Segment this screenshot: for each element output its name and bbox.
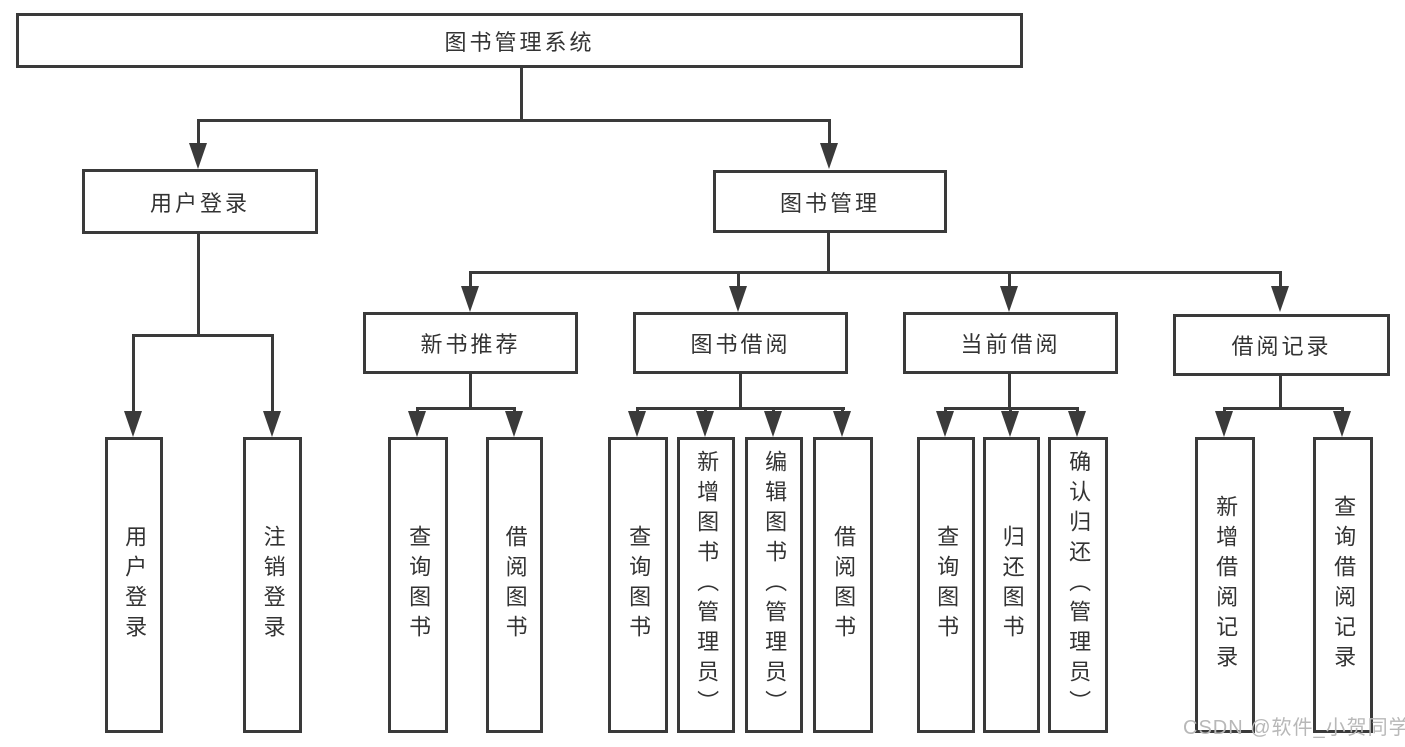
arrow-down-icon	[1001, 411, 1019, 437]
arrow-down-icon	[124, 411, 142, 437]
arrow-down-icon	[263, 411, 281, 437]
arrow-down-icon	[628, 411, 646, 437]
connector-current-stem	[1008, 374, 1011, 410]
arrow-down-icon	[1271, 286, 1289, 312]
leaf-borrow-books-recommend: 借阅图书	[486, 437, 543, 733]
leaf-add-books-admin: 新增图书（管理员）	[677, 437, 735, 733]
leaf-user-login: 用户登录	[105, 437, 163, 733]
leaf-edit-books-admin: 编辑图书（管理员）	[745, 437, 803, 733]
arrow-down-icon	[408, 411, 426, 437]
connector-user-splitter	[132, 334, 274, 337]
arrow-down-icon	[729, 286, 747, 312]
leaf-query-borrow-record: 查询借阅记录	[1313, 437, 1373, 733]
connector-mgmt-stem	[827, 233, 830, 274]
connector-level3-bus	[469, 271, 1282, 274]
node-book-borrowing: 图书借阅	[633, 312, 848, 374]
connector-recommend-stem	[469, 374, 472, 410]
connector-records-splitter	[1223, 407, 1343, 410]
connector-book-mgmt-drop	[828, 119, 831, 149]
connector-level3-drop	[1279, 271, 1282, 289]
leaf-return-books: 归还图书	[983, 437, 1040, 733]
arrow-down-icon	[461, 286, 479, 312]
node-new-book-recommend: 新书推荐	[363, 312, 578, 374]
connector-borrow-splitter	[636, 407, 845, 410]
leaf-query-books-borrow: 查询图书	[608, 437, 668, 733]
arrow-down-icon	[505, 411, 523, 437]
arrow-down-icon	[936, 411, 954, 437]
connector-user-branch-stem	[197, 234, 200, 337]
leaf-query-books-current: 查询图书	[917, 437, 975, 733]
connector-leaf-drop	[132, 334, 135, 414]
leaf-add-borrow-record: 新增借阅记录	[1195, 437, 1255, 733]
arrow-down-icon	[1333, 411, 1351, 437]
leaf-borrow-books: 借阅图书	[813, 437, 873, 733]
leaf-query-books-recommend: 查询图书	[388, 437, 448, 733]
connector-level3-drop	[1008, 271, 1011, 289]
connector-recommend-splitter	[416, 407, 516, 410]
connector-root-stem	[520, 68, 523, 121]
node-borrowing-records: 借阅记录	[1173, 314, 1390, 376]
arrow-down-icon	[1215, 411, 1233, 437]
arrow-down-icon	[696, 411, 714, 437]
arrow-down-icon	[764, 411, 782, 437]
connector-leaf-drop	[271, 334, 274, 414]
csdn-watermark: CSDN @软件_小贺同学	[1183, 717, 1405, 739]
arrow-down-icon	[833, 411, 851, 437]
leaf-logout: 注销登录	[243, 437, 302, 733]
node-root-system: 图书管理系统	[16, 13, 1023, 68]
leaf-confirm-return-admin: 确认归还（管理员）	[1048, 437, 1108, 733]
arrow-down-icon	[1000, 286, 1018, 312]
connector-records-stem	[1279, 376, 1282, 410]
connector-user-login-drop	[197, 119, 200, 149]
node-user-login-module: 用户登录	[82, 169, 318, 234]
arrow-down-icon	[1068, 411, 1086, 437]
connector-level3-drop	[469, 271, 472, 289]
connector-level2-bus	[197, 119, 831, 122]
connector-borrow-stem	[739, 374, 742, 410]
node-book-management-module: 图书管理	[713, 170, 947, 233]
arrow-down-icon	[189, 143, 207, 169]
node-current-borrowing: 当前借阅	[903, 312, 1118, 374]
connector-level3-drop	[737, 271, 740, 289]
arrow-down-icon	[820, 143, 838, 169]
